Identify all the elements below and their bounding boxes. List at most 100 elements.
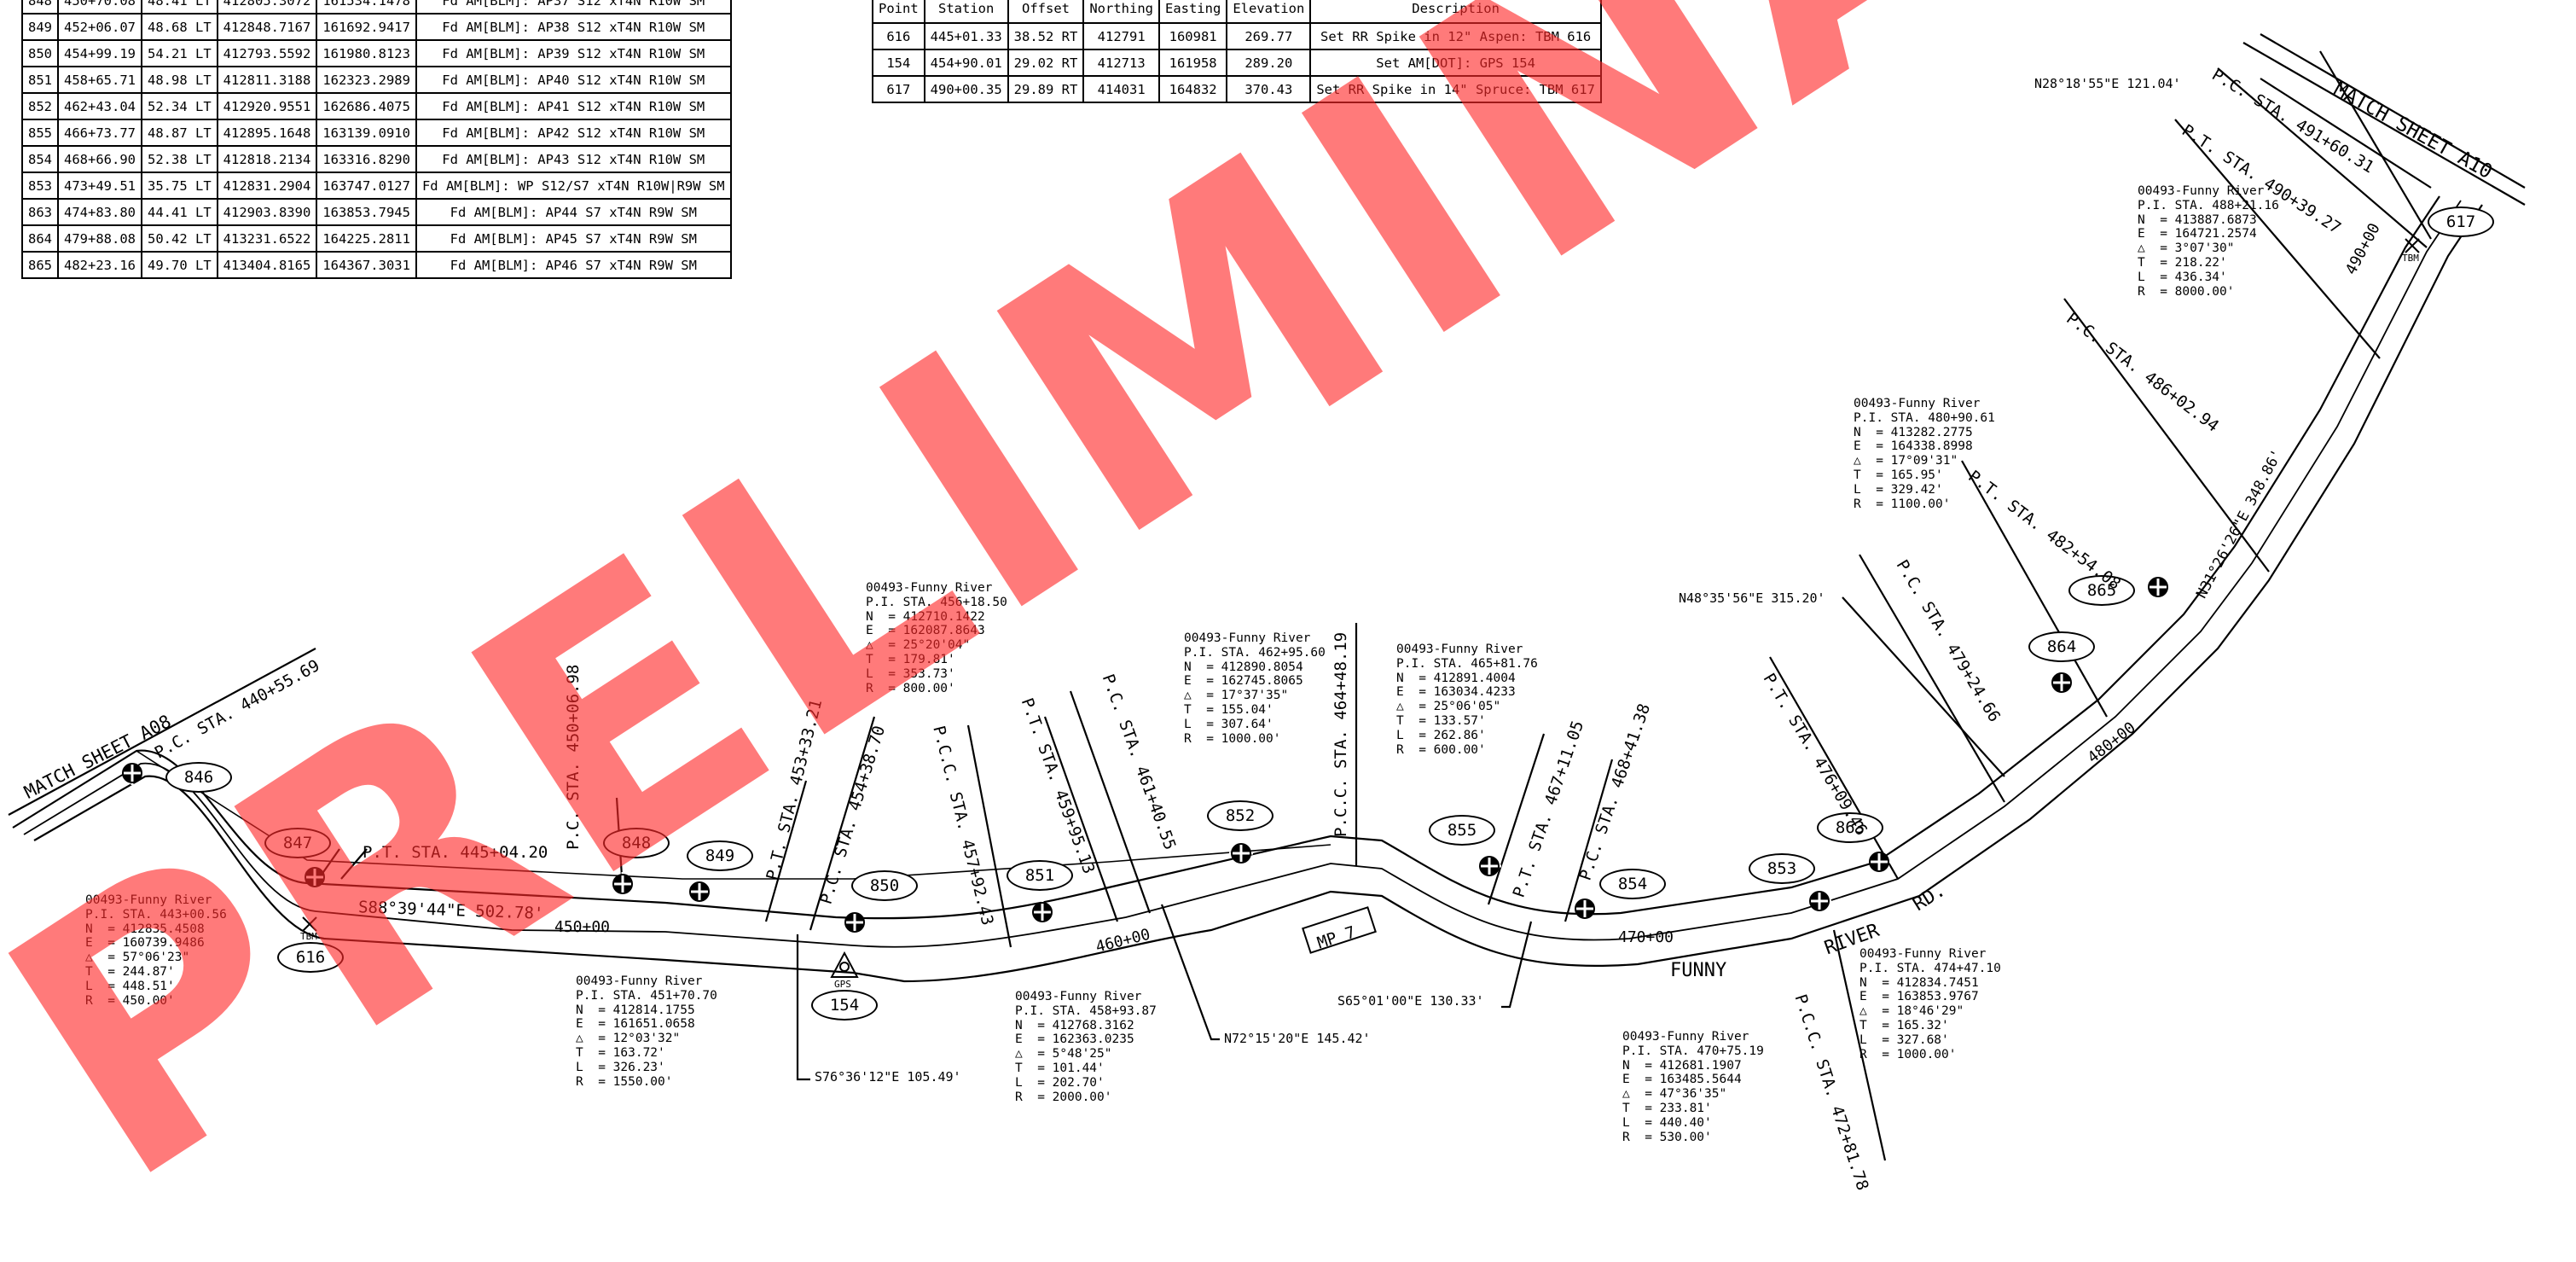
curve-data-block: 00493-Funny River P.I. STA. 470+75.19 N … (1622, 1030, 1764, 1144)
table-cell: 450+70.08 (57, 0, 142, 15)
curve-data-block: 00493-Funny River P.I. STA. 465+81.76 N … (1396, 643, 1538, 757)
table-cell: 38.52 RT (1007, 22, 1085, 50)
monument-icon (303, 865, 327, 889)
curve-data-block: 00493-Funny River P.I. STA. 456+18.50 N … (866, 581, 1007, 695)
table-cell: Set RR Spike in 12" Aspen: TBM 616 (1309, 22, 1602, 50)
curve-data-block: 00493-Funny River P.I. STA. 488+21.16 N … (2138, 184, 2279, 299)
table-cell: 855 (21, 119, 59, 147)
table-cell: 462+43.04 (57, 92, 142, 120)
bearing-label: N48°35'56"E 315.20' (1679, 590, 1825, 606)
point-label: 863 (1817, 812, 1883, 843)
table-cell: Fd AM[BLM]: AP40 S12 xT4N R10W SM (415, 66, 732, 94)
table-cell: Fd AM[BLM]: WP S12/S7 xT4N R10W|R9W SM (415, 172, 732, 200)
table-cell: 160981 (1157, 22, 1228, 50)
table-cell: 50.42 LT (141, 224, 218, 253)
monument-icon (120, 761, 144, 785)
table-cell: 164832 (1157, 75, 1228, 103)
table-cell: 289.20 (1226, 49, 1312, 77)
table-cell: 466+73.77 (57, 119, 142, 147)
table-cell: 163316.8290 (316, 145, 417, 173)
table-cell: 479+88.08 (57, 224, 142, 253)
table-cell: 854 (21, 145, 59, 173)
table-cell: 154 (872, 49, 925, 77)
table-cell: 48.98 LT (141, 66, 218, 94)
table-header: Easting (1157, 0, 1228, 24)
point-label: 852 (1207, 800, 1273, 831)
table-cell: 853 (21, 172, 59, 200)
table-cell: Fd AM[BLM]: AP42 S12 xT4N R10W SM (415, 119, 732, 147)
gps-triangle-icon (830, 951, 859, 978)
tbm-label: TBM (300, 931, 317, 942)
curve-data-block: 00493-Funny River P.I. STA. 458+93.87 N … (1015, 990, 1157, 1104)
table-cell: 161980.8123 (316, 39, 417, 67)
table-cell: 454+90.01 (923, 49, 1009, 77)
table-cell: 161958 (1157, 49, 1228, 77)
station-label: P.C.C. STA. 464+48.19 (1332, 631, 1350, 837)
table-cell: Fd AM[BLM]: AP44 S7 xT4N R9W SM (415, 198, 732, 226)
curve-data-block: 00493-Funny River P.I. STA. 480+90.61 N … (1854, 397, 1995, 511)
mile-post-box (1302, 906, 1377, 954)
monument-icon (1030, 900, 1054, 924)
point-label: 617 (2428, 206, 2494, 237)
table-cell: 161534.1478 (316, 0, 417, 15)
table-cell: 163139.0910 (316, 119, 417, 147)
bearing-label: S76°36'12"E 105.49' (815, 1069, 961, 1085)
table-cell: 468+66.90 (57, 145, 142, 173)
table-cell: 412920.9551 (216, 92, 318, 120)
table-cell: Fd AM[BLM]: AP41 S12 xT4N R10W SM (415, 92, 732, 120)
table-header: Station (923, 0, 1009, 24)
table-cell: 412713 (1082, 49, 1160, 77)
table-cell: Set RR Spike in 14" Spruce: TBM 617 (1309, 75, 1602, 103)
table-header: Elevation (1226, 0, 1312, 24)
centerline (23, 200, 2462, 948)
bearing-label: N72°15'20"E 145.42' (1224, 1031, 1371, 1046)
table-cell: 474+83.80 (57, 198, 142, 226)
table-cell: 412831.2904 (216, 172, 318, 200)
curve-data-block: 00493-Funny River P.I. STA. 474+47.10 N … (1859, 947, 2001, 1061)
point-label: 154 (811, 990, 878, 1021)
point-label: 846 (165, 762, 232, 793)
point-label: 851 (1007, 860, 1073, 891)
point-label: 616 (277, 942, 344, 973)
point-label: 848 (603, 828, 670, 858)
tbm-cross-icon (302, 238, 2420, 932)
table-cell: 163853.7945 (316, 198, 417, 226)
table-cell: 35.75 LT (141, 172, 218, 200)
monument-icon (2146, 575, 2170, 599)
tbm-label: TBM (2402, 253, 2419, 264)
point-label: 850 (851, 870, 918, 901)
table-cell: 161692.9417 (316, 13, 417, 41)
station-tick-label: 450+00 (554, 918, 611, 936)
table-header: Offset (1007, 0, 1085, 24)
table-cell: 617 (872, 75, 925, 103)
table-header: Point (872, 0, 925, 24)
table-cell: 412805.3072 (216, 0, 318, 15)
table-cell: Fd AM[BLM]: AP43 S12 xT4N R10W SM (415, 145, 732, 173)
table-cell: 848 (21, 0, 59, 15)
curve-data-block: 00493-Funny River P.I. STA. 451+70.70 N … (576, 974, 717, 1089)
table-cell: 49.70 LT (141, 251, 218, 279)
monument-icon (1229, 841, 1253, 865)
table-cell: Fd AM[BLM]: AP38 S12 xT4N R10W SM (415, 13, 732, 41)
monument-icon (1573, 897, 1597, 921)
table-cell: 163747.0127 (316, 172, 417, 200)
table-cell: 162323.2989 (316, 66, 417, 94)
bearing-label: N28°18'55"E 121.04' (2034, 76, 2181, 91)
table-cell: 370.43 (1226, 75, 1312, 103)
table-cell: 412818.2134 (216, 145, 318, 173)
table-cell: 48.87 LT (141, 119, 218, 147)
table-cell: 412811.3188 (216, 66, 318, 94)
